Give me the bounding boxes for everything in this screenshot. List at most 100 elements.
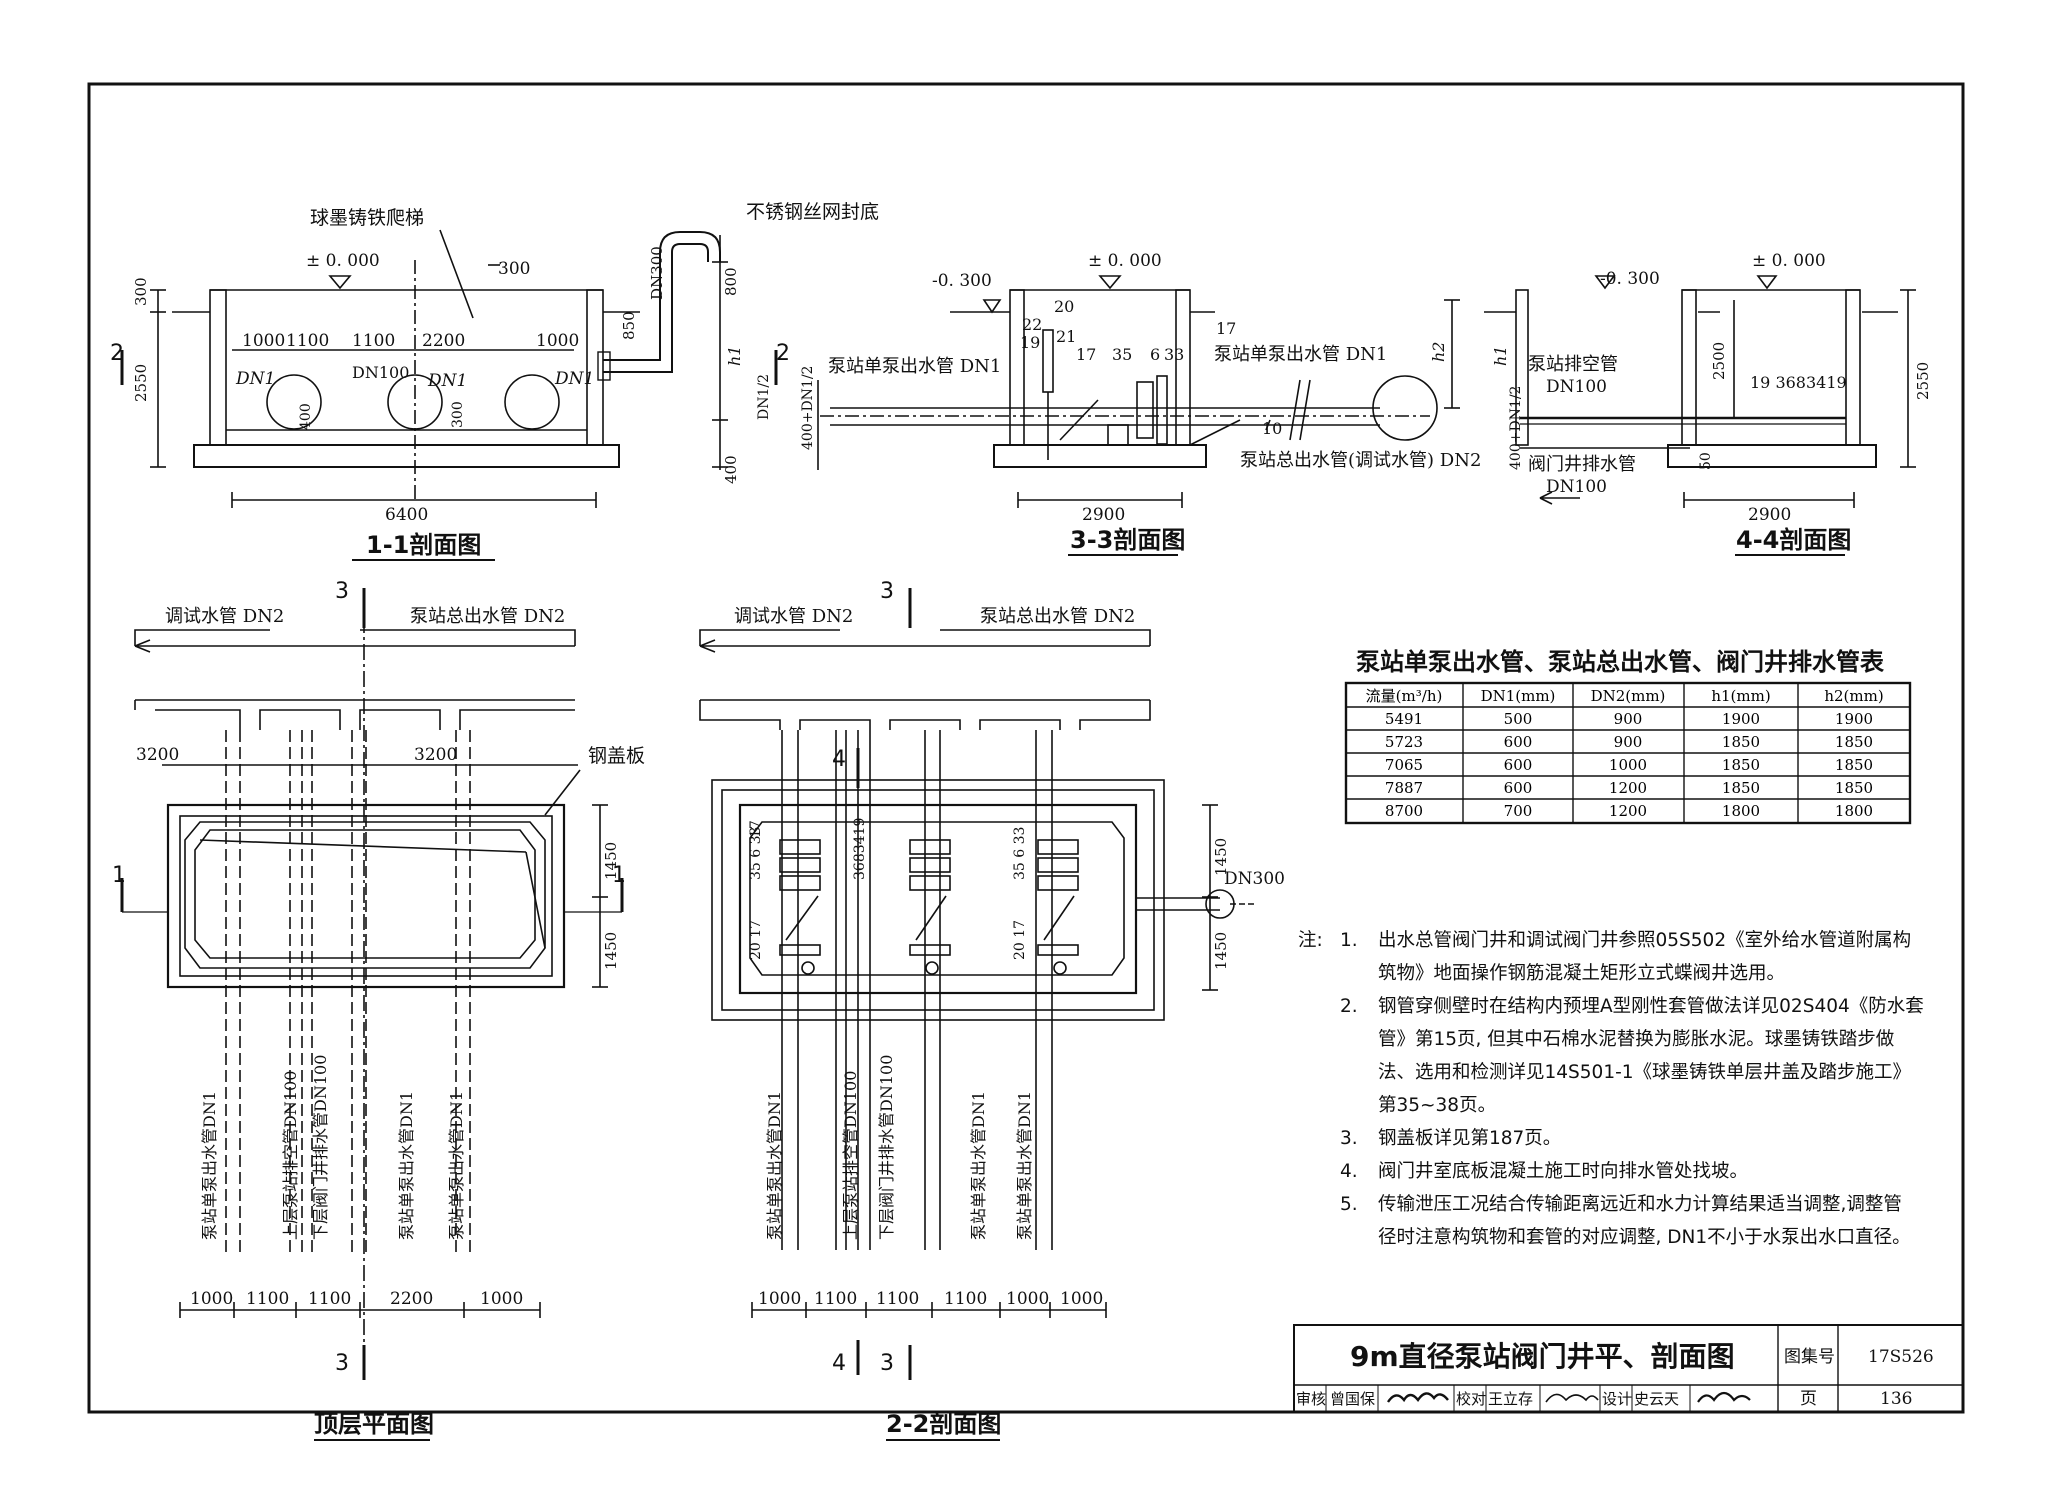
vlabel-22-1: 泵站单泵出水管DN1: [765, 1091, 784, 1240]
dim-1450-a: 1450: [602, 842, 620, 880]
dim-2500: 2500: [1710, 342, 1728, 380]
dim-6400: 6400: [385, 505, 428, 525]
section-3-3: [817, 275, 1460, 556]
note-line: 阀门井室底板混凝土施工时向排水管处找坡。: [1378, 1161, 1749, 1182]
dim-1450-c: 1450: [1212, 838, 1230, 876]
dn1-c: DN1: [554, 369, 594, 389]
table-header-cell: h2(mm): [1824, 687, 1883, 705]
table-cell: 500: [1504, 710, 1533, 728]
mesh-label: 不锈钢丝网封底: [746, 201, 879, 223]
table-cell: 5723: [1385, 733, 1423, 751]
note-number: 2.: [1340, 996, 1358, 1017]
dim-1000-b: 1000: [536, 331, 579, 351]
section-mark-1-left: 1: [112, 863, 126, 888]
note-line: 法、选用和检测详见14S501-1《球墨铸铁单层井盖及踏步施工》: [1378, 1062, 1912, 1083]
table-cell: 900: [1614, 733, 1643, 751]
total-pipe-label-22: 泵站总出水管 DN2: [980, 606, 1135, 627]
ladder-label: 球墨铸铁爬梯: [310, 207, 424, 229]
table-cell: 600: [1504, 756, 1533, 774]
table-header-cell: 流量(m³/h): [1366, 687, 1443, 705]
dim-22-1000-a: 1000: [758, 1289, 801, 1309]
dim-1100-a: 1100: [286, 331, 329, 351]
table-title: 泵站单泵出水管、泵站总出水管、阀门井排水管表: [1356, 648, 1885, 676]
dim-300-b: 300: [450, 401, 466, 428]
table-cell: 1850: [1722, 733, 1760, 751]
note-item: 5.传输泄压工况结合传输距离远近和水力计算结果适当调整,调整管径时注意构筑物和套…: [1298, 1188, 1948, 1254]
note-line: 钢盖板详见第187页。: [1378, 1128, 1562, 1149]
vent-dn100: DN100: [1546, 377, 1607, 397]
dn1half-3: DN1/2: [756, 374, 772, 420]
dim-22-1000-c: 1000: [1060, 1289, 1103, 1309]
table-header-cell: h1(mm): [1711, 687, 1770, 705]
parts-22-c: 35 6 33: [748, 827, 764, 880]
test-pipe-label: 调试水管 DN2: [165, 606, 284, 627]
drawing-title: 9m直径泵站阀门井平、剖面图: [1350, 1340, 1735, 1373]
table-cell: 1850: [1722, 756, 1760, 774]
dn1-a: DN1: [235, 369, 275, 389]
note-line: 钢管穿侧壁时在结构内预埋A型刚性套管做法详见02S404《防水套: [1378, 996, 1924, 1017]
part-22: 22: [1022, 315, 1042, 334]
table-cell: 7887: [1385, 779, 1423, 797]
vlabel-22-5: 泵站单泵出水管DN1: [1015, 1091, 1034, 1240]
parts-22-a: 17: [748, 820, 764, 838]
h2-3: h2: [1429, 342, 1448, 362]
dim-3200-a: 3200: [136, 745, 179, 765]
h1-4: h1: [1491, 346, 1510, 366]
dim-1000-a: 1000: [242, 331, 285, 351]
parts-22-f: 20 17: [1012, 920, 1028, 960]
table-header-cell: DN1(mm): [1481, 687, 1556, 705]
page-no: 136: [1880, 1389, 1912, 1409]
table-cell: 1850: [1835, 733, 1873, 751]
signature-checker: [1545, 1393, 1599, 1403]
vlabel-1: 泵站单泵出水管DN1: [200, 1091, 219, 1240]
dim-2200: 2200: [422, 331, 465, 351]
dim-22-1100-b: 1100: [876, 1289, 919, 1309]
note-item: 3.钢盖板详见第187页。: [1298, 1122, 1948, 1155]
table-cell: 1200: [1609, 802, 1647, 820]
dim-2900-4: 2900: [1748, 505, 1791, 525]
signature-designer: [1697, 1391, 1751, 1403]
table-cell: 1000: [1609, 756, 1647, 774]
h1-3: h1: [725, 346, 744, 366]
part-17-a: 17: [1076, 345, 1096, 364]
dim-1450-d: 1450: [1212, 932, 1230, 970]
note-number: 1.: [1340, 930, 1358, 951]
title-block: [1293, 1324, 1964, 1413]
dim-800: 800: [722, 267, 740, 296]
vlabel-22-2: 上层泵站排空管DN100: [841, 1071, 860, 1240]
dim-2550-left: 2550: [132, 364, 150, 402]
parts-22-b: 3683419: [852, 818, 868, 880]
vlabel-4: 泵站单泵出水管DN1: [397, 1091, 416, 1240]
section-mark-3-top-22: 3: [880, 579, 894, 604]
part-21: 21: [1056, 327, 1076, 346]
part-33: 33: [1164, 345, 1184, 364]
parts-4-4: 19 3683419: [1750, 373, 1847, 392]
part-19: 19: [1020, 333, 1040, 352]
table-cell: 7065: [1385, 756, 1423, 774]
table-cell: 1850: [1835, 756, 1873, 774]
notes-heading: 注:: [1298, 930, 1323, 951]
top-plan: [120, 588, 624, 1441]
section-mark-4-top: 4: [832, 747, 846, 772]
section-4-4: [1484, 275, 1916, 556]
check-label: 校对: [1456, 1390, 1486, 1408]
table-cell: 1200: [1609, 779, 1647, 797]
table-cell: 1800: [1835, 802, 1873, 820]
design-label: 设计: [1602, 1390, 1632, 1408]
note-line: 筑物》地面操作钢筋混凝土矩形立式蝶阀井选用。: [1378, 963, 1786, 984]
title-2-2: 2-2剖面图: [886, 1410, 1001, 1438]
section-mark-4-bottom: 4: [832, 1351, 846, 1376]
part-17-b: 17: [1216, 319, 1236, 338]
vlabel-22-4: 泵站单泵出水管DN1: [969, 1091, 988, 1240]
dim-50: 50: [1698, 452, 1714, 470]
single-out-3b: 泵站单泵出水管 DN1: [1214, 344, 1387, 365]
note-line: 出水总管阀门井和调试阀门井参照05S502《室外给水管道附属构: [1378, 930, 1912, 951]
vlabel-5: 泵站单泵出水管DN1: [447, 1091, 466, 1240]
dn300-vert: DN300: [648, 246, 666, 300]
note-line: 传输泄压工况结合传输距离远近和水力计算结果适当调整,调整管: [1378, 1194, 1902, 1215]
table-cell: 1850: [1722, 779, 1760, 797]
table-cell: 700: [1504, 802, 1533, 820]
designer-name: 史云天: [1634, 1390, 1679, 1408]
dim-850: 850: [620, 311, 638, 340]
sheet-border: [87, 82, 1965, 1414]
